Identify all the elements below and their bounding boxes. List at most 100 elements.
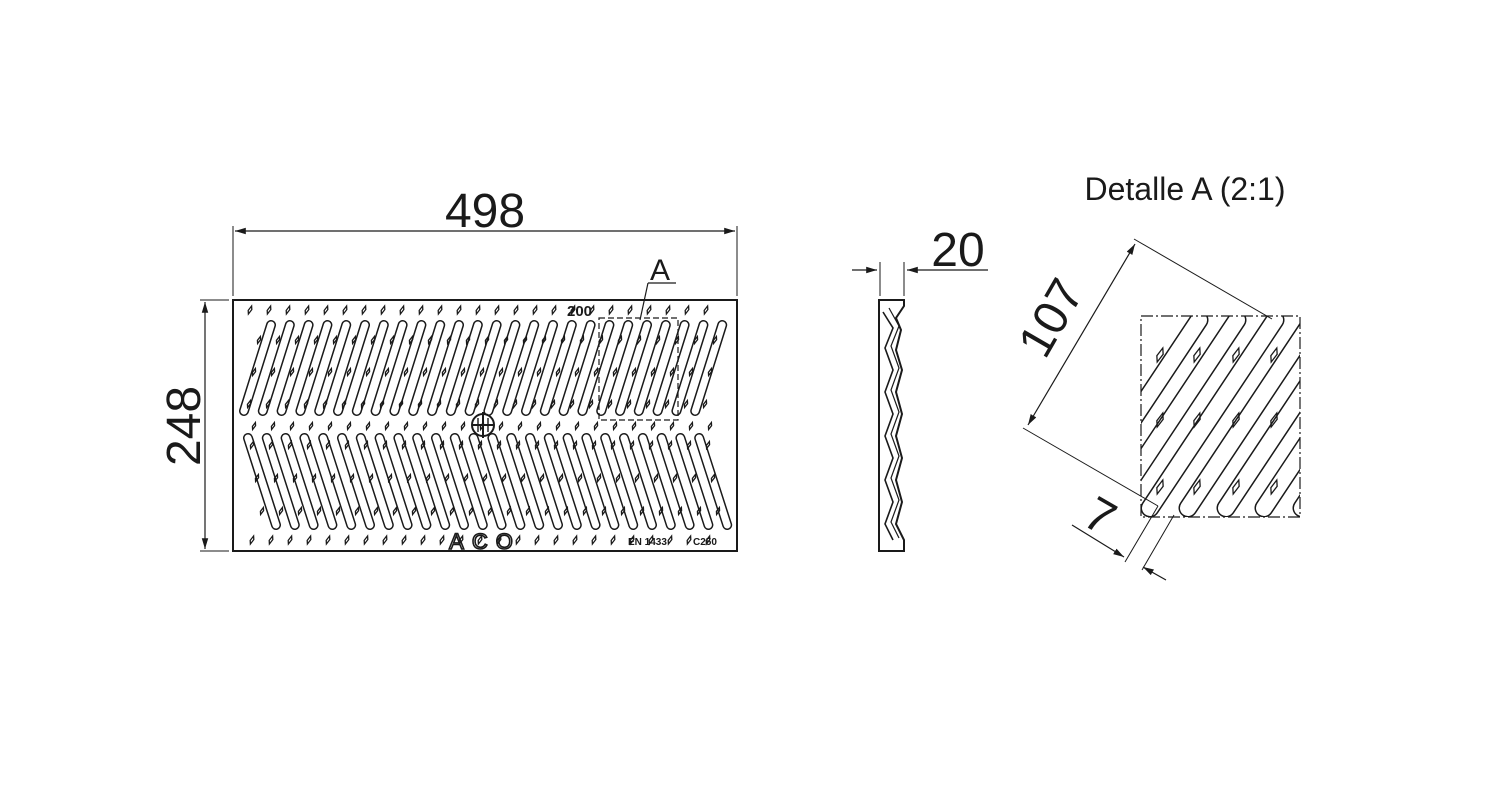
stud-mid [541, 334, 547, 346]
upper-slot-inner [635, 321, 670, 415]
stud-center [327, 420, 333, 432]
stud-bottom [420, 534, 426, 546]
stud-mid [620, 505, 626, 517]
stud-top [665, 304, 671, 316]
stud-top [399, 304, 405, 316]
lower-slot-inner [658, 434, 694, 529]
diamond-studs [246, 304, 721, 546]
stud-mid [539, 472, 545, 484]
stud-mid [596, 472, 602, 484]
grating-front-view: 200 ACO EN 1433 C250 A [232, 254, 738, 555]
stud-top [247, 304, 253, 316]
stud-top [437, 304, 443, 316]
stud-mid [417, 398, 423, 410]
upper-slot-inner [672, 321, 707, 415]
stud-mid [563, 505, 569, 517]
lower-slot-inner [488, 434, 524, 529]
stud-mid [384, 366, 390, 378]
stud-mid [479, 366, 485, 378]
stud-bottom [363, 534, 369, 546]
stud-mid [498, 366, 504, 378]
stud-mid [705, 439, 711, 451]
stud-bottom [496, 534, 502, 546]
stud-mid [370, 334, 376, 346]
detail-width-value: 7 [1075, 487, 1125, 546]
stud-bottom [515, 534, 521, 546]
aco-emblem-icon [471, 412, 495, 438]
stud-mid [313, 334, 319, 346]
lower-slot-inner [300, 434, 336, 529]
lower-slot-inner [338, 434, 374, 529]
stud-top [456, 304, 462, 316]
stud-center [555, 420, 561, 432]
stud-mid [515, 439, 521, 451]
detail-stud [1232, 478, 1240, 496]
detail-slot-inner [1180, 325, 1300, 516]
stud-top [646, 304, 652, 316]
detail-stud [1193, 346, 1201, 364]
lower-slot-field [243, 433, 733, 530]
stud-top [304, 304, 310, 316]
stud-mid [275, 334, 281, 346]
stud-mid [401, 439, 407, 451]
detail-a-marker: A [650, 254, 670, 287]
stud-bottom [534, 534, 540, 546]
stud-mid [387, 472, 393, 484]
stud-mid [379, 398, 385, 410]
lower-slot-inner [319, 434, 355, 529]
lower-slot-inner [620, 434, 656, 529]
stud-top [608, 304, 614, 316]
stud-mid [607, 398, 613, 410]
stud-mid [251, 366, 257, 378]
lower-slot-inner [413, 434, 449, 529]
stud-bottom [287, 534, 293, 546]
detail-slot-field [1141, 316, 1300, 517]
stud-top [684, 304, 690, 316]
stud-mid [588, 398, 594, 410]
detail-slot-inner [1294, 496, 1300, 516]
stud-top [494, 304, 500, 316]
stud-mid [332, 334, 338, 346]
stud-mid [669, 366, 675, 378]
load-class-marking: C250 [693, 537, 717, 548]
brand-marking: ACO [449, 529, 521, 554]
stud-mid [636, 334, 642, 346]
stud-bottom [705, 534, 711, 546]
stud-top [532, 304, 538, 316]
upper-slot-inner [372, 321, 407, 415]
stud-center [460, 420, 466, 432]
standard-marking: EN 1433 [628, 537, 667, 548]
stud-mid [626, 398, 632, 410]
stud-mid [406, 472, 412, 484]
detail-stud [1193, 478, 1201, 496]
stud-mid [265, 398, 271, 410]
upper-slot-inner [654, 321, 689, 415]
thickness-dimension: 20 [852, 224, 988, 296]
detail-stud [1270, 411, 1278, 429]
detail-a-frame [598, 317, 679, 421]
stud-mid [558, 472, 564, 484]
stud-mid [249, 439, 255, 451]
stud-center [346, 420, 352, 432]
detail-title: Detalle A (2:1) [1085, 171, 1286, 207]
lower-slot-inner [357, 434, 393, 529]
stud-mid [691, 472, 697, 484]
stud-center [384, 420, 390, 432]
stud-bottom [686, 534, 692, 546]
detail-stud [1156, 346, 1164, 364]
stud-center [593, 420, 599, 432]
stud-mid [392, 505, 398, 517]
upper-slot-inner [616, 321, 651, 415]
stud-mid [363, 439, 369, 451]
stud-mid [612, 366, 618, 378]
stud-mid [398, 398, 404, 410]
stud-mid [525, 505, 531, 517]
stud-bottom [325, 534, 331, 546]
stud-mid [349, 472, 355, 484]
lower-slot-inner [507, 434, 543, 529]
detail-slot-inner [1142, 316, 1283, 516]
stud-top [323, 304, 329, 316]
stud-center [707, 420, 713, 432]
stud-mid [449, 505, 455, 517]
stud-mid [650, 366, 656, 378]
